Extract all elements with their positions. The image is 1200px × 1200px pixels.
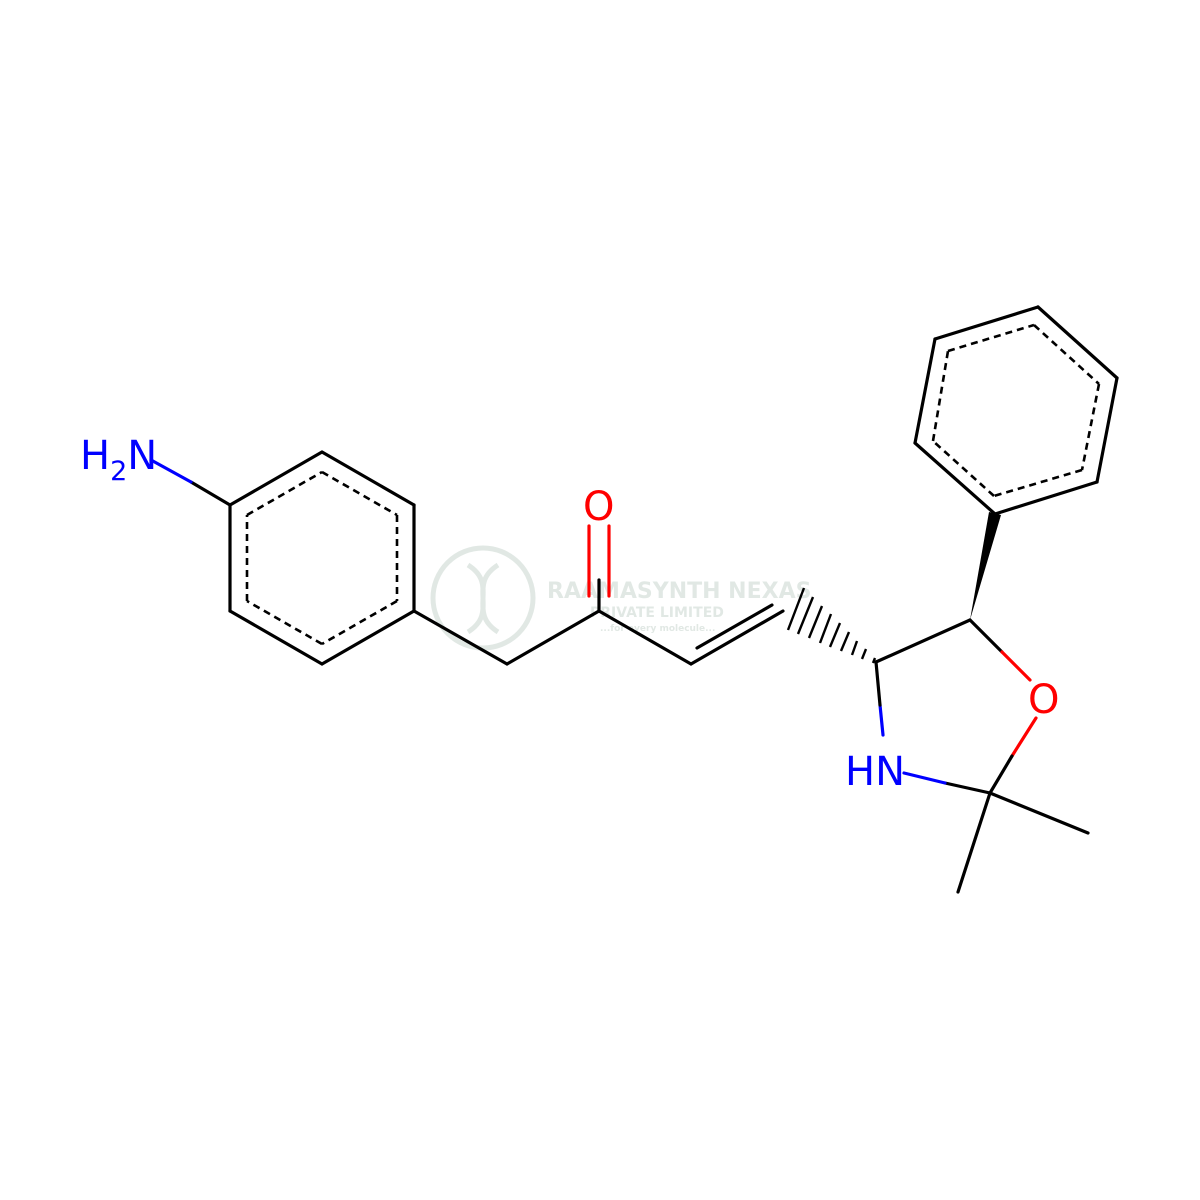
oxazolidine-ring [874,618,1090,894]
watermark-tagline: ...for every molecule... [600,624,715,634]
enone-chain [412,524,785,666]
watermark: RAAMASYNTH NEXAS PRIVATE LIMITED ...for … [430,545,811,651]
phenyl-ring [913,305,1119,516]
aminophenyl-ring [228,450,416,666]
amine-bond [189,480,232,507]
watermark-company-suffix: PRIVATE LIMITED [590,605,724,621]
watermark-company-name: RAAMASYNTH NEXAS [547,579,811,604]
dna-helix-icon [430,545,536,651]
ring-oxygen-label: O [1028,677,1059,723]
amine-label: H2N [80,433,157,487]
hashed-wedge-bond [786,587,877,664]
ring-nitrogen-label: HN [845,749,905,795]
solid-wedge-bond [970,512,1001,620]
carbonyl-oxygen-label: O [583,484,614,530]
